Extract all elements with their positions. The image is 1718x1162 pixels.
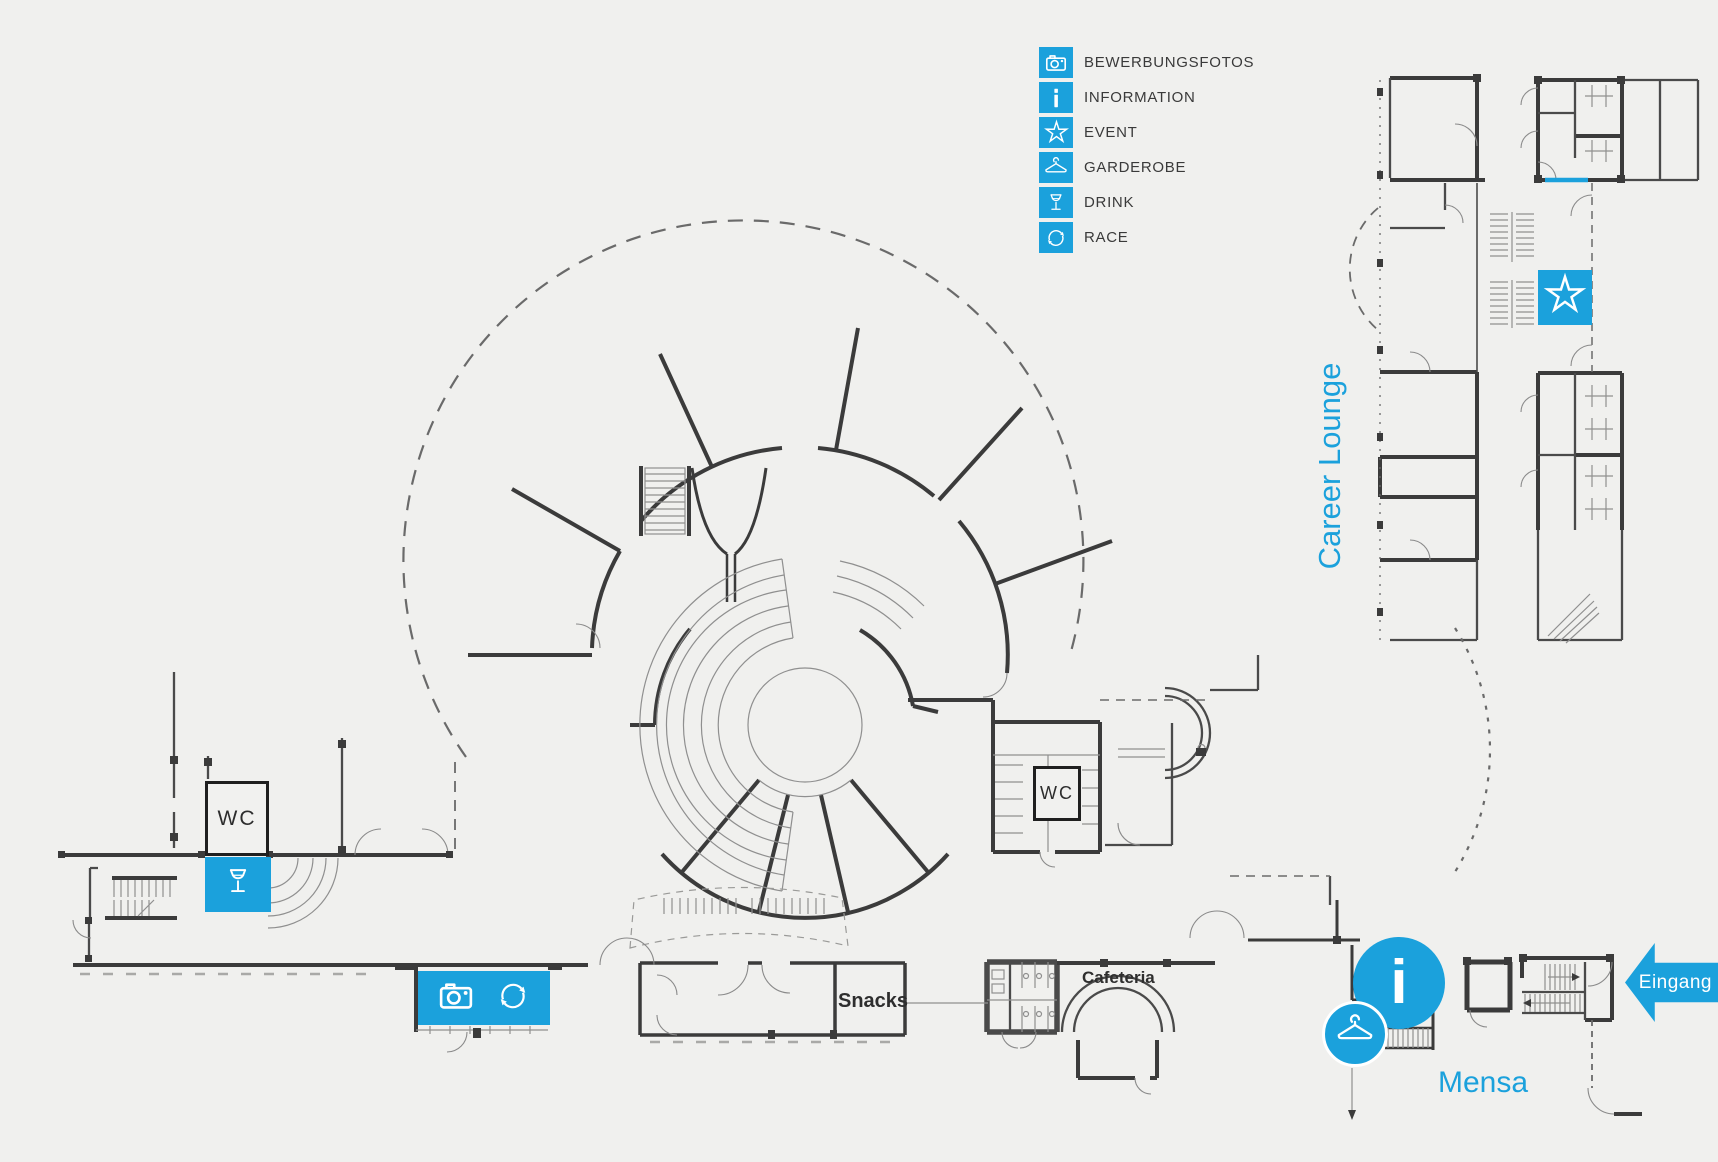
event-marker — [1538, 270, 1592, 325]
walls-medium — [87, 78, 1700, 1033]
star-icon — [1039, 117, 1073, 148]
bewerbungsfotos-race-marker — [418, 971, 550, 1025]
wall-posts — [58, 74, 1625, 1120]
star-icon — [1542, 272, 1588, 323]
legend-item-race: RACE — [1039, 222, 1254, 253]
legend-label: EVENT — [1084, 124, 1138, 141]
hanger-icon — [1334, 1011, 1376, 1058]
legend: BEWERBUNGSFOTOS INFORMATION EVENT GARDER… — [1039, 47, 1254, 257]
legend-label: INFORMATION — [1084, 89, 1196, 106]
drink-icon — [219, 863, 257, 906]
wc-left-label: WC — [217, 806, 257, 830]
legend-item-bewerbungsfotos: BEWERBUNGSFOTOS — [1039, 47, 1254, 78]
career-lounge-label: Career Lounge — [1312, 362, 1347, 570]
hanger-icon — [1039, 152, 1073, 183]
wc-left-room: WC — [205, 781, 269, 856]
legend-item-drink: DRINK — [1039, 187, 1254, 218]
mensa-label: Mensa — [1438, 1066, 1529, 1099]
race-icon — [1039, 222, 1073, 253]
wc-right-room: WC — [1033, 766, 1081, 821]
legend-label: BEWERBUNGSFOTOS — [1084, 54, 1255, 71]
wc-right-label: WC — [1040, 783, 1074, 803]
camera-icon — [1039, 47, 1073, 78]
legend-item-event: EVENT — [1039, 117, 1254, 148]
drink-marker — [205, 857, 271, 912]
camera-icon — [435, 975, 477, 1022]
race-icon — [493, 976, 533, 1021]
info-icon: i — [1390, 948, 1408, 1017]
legend-label: DRINK — [1084, 194, 1135, 211]
legend-item-garderobe: GARDEROBE — [1039, 152, 1254, 183]
cafeteria-label: Cafeteria — [1082, 968, 1155, 987]
legend-item-information: INFORMATION — [1039, 82, 1254, 113]
legend-label: GARDEROBE — [1084, 159, 1187, 176]
snacks-label: Snacks — [838, 990, 909, 1012]
garderobe-marker — [1322, 1001, 1388, 1067]
walls-thick — [62, 76, 1642, 1116]
drink-icon — [1039, 187, 1073, 218]
lines-dashed — [80, 80, 1593, 1088]
door-arcs — [72, 87, 1615, 1115]
legend-label: RACE — [1084, 229, 1129, 246]
entrance-label: Eingang — [1638, 971, 1712, 993]
lines-thin — [113, 85, 1613, 1110]
info-icon — [1039, 82, 1073, 113]
